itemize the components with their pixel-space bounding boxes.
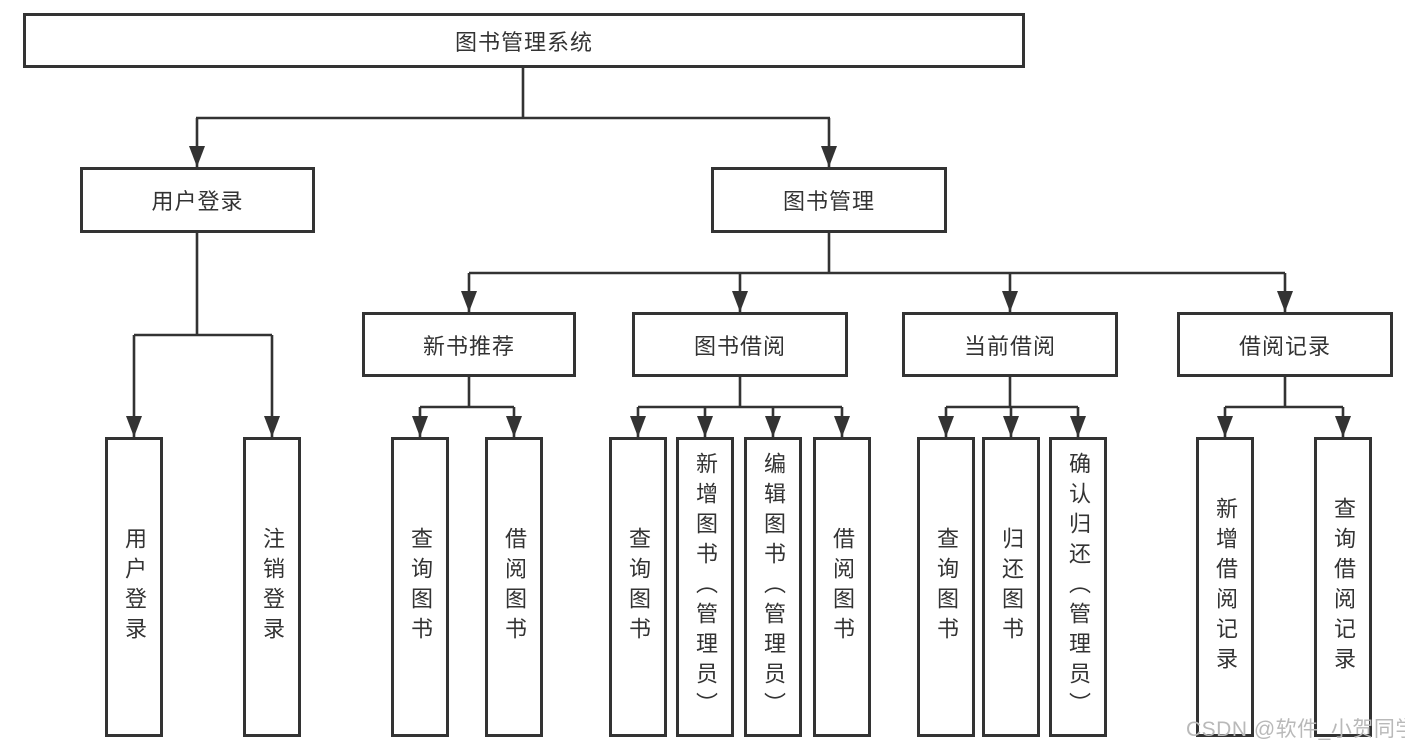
leaf-add-book-admin: 新增图书（管理员）	[676, 437, 734, 737]
node-user-login: 用户登录	[80, 167, 315, 233]
leaf-query-books-recommend-label: 查询图书	[408, 527, 433, 647]
node-new-book-recommend: 新书推荐	[362, 312, 576, 377]
leaf-return-book: 归还图书	[982, 437, 1040, 737]
leaf-confirm-return-admin: 确认归还（管理员）	[1049, 437, 1107, 737]
leaf-borrow-books-recommend: 借阅图书	[485, 437, 543, 737]
leaf-query-books-current-label: 查询图书	[934, 527, 959, 647]
node-book-borrow-label: 图书借阅	[693, 333, 786, 359]
node-book-borrow: 图书借阅	[632, 312, 848, 377]
node-borrow-records: 借阅记录	[1177, 312, 1393, 377]
leaf-query-borrow-record: 查询借阅记录	[1314, 437, 1372, 737]
node-current-borrow-label: 当前借阅	[963, 333, 1056, 359]
leaf-user-login-label: 用户登录	[122, 527, 147, 647]
leaf-logout-label: 注销登录	[260, 527, 285, 647]
arrowheads	[126, 146, 1351, 437]
node-user-login-label: 用户登录	[151, 189, 244, 214]
leaf-query-books-recommend: 查询图书	[391, 437, 449, 737]
leaf-add-borrow-record: 新增借阅记录	[1196, 437, 1254, 737]
leaf-user-login: 用户登录	[105, 437, 163, 737]
node-current-borrow: 当前借阅	[902, 312, 1118, 377]
node-borrow-records-label: 借阅记录	[1238, 333, 1331, 359]
leaf-borrow-books-borrow-label: 借阅图书	[830, 527, 855, 647]
leaf-return-book-label: 归还图书	[999, 527, 1024, 647]
leaf-query-borrow-record-label: 查询借阅记录	[1331, 497, 1356, 677]
leaf-confirm-return-admin-label: 确认归还（管理员）	[1066, 452, 1091, 722]
leaf-edit-book-admin: 编辑图书（管理员）	[744, 437, 802, 737]
leaf-query-books-current: 查询图书	[917, 437, 975, 737]
node-book-management-label: 图书管理	[782, 189, 875, 214]
leaf-logout: 注销登录	[243, 437, 301, 737]
watermark: CSDN @软件_小贺同学	[1186, 718, 1405, 741]
leaf-query-books-borrow-label: 查询图书	[626, 527, 651, 647]
node-new-book-recommend-label: 新书推荐	[422, 333, 515, 359]
node-book-management: 图书管理	[711, 167, 947, 233]
node-root-label: 图书管理系统	[454, 29, 593, 55]
leaf-add-book-admin-label: 新增图书（管理员）	[693, 452, 718, 722]
leaf-query-books-borrow: 查询图书	[609, 437, 667, 737]
leaf-borrow-books-recommend-label: 借阅图书	[502, 527, 527, 647]
leaf-edit-book-admin-label: 编辑图书（管理员）	[761, 452, 786, 722]
leaf-borrow-books-borrow: 借阅图书	[813, 437, 871, 737]
node-root: 图书管理系统	[23, 13, 1025, 68]
leaf-add-borrow-record-label: 新增借阅记录	[1213, 497, 1238, 677]
